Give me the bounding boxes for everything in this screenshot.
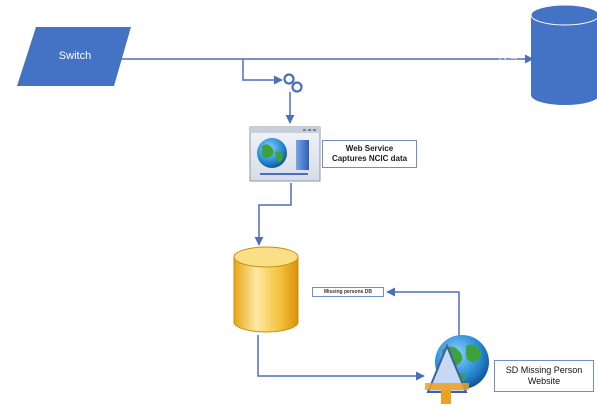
ncic-database-label-line2: Database [509,39,519,79]
website-label-line1: SD Missing Person [505,365,583,375]
link-icon [283,73,303,93]
ncic-database-label: NCIC Database [494,4,524,114]
connector-db-to-website [257,335,425,381]
switch-shape [17,27,131,86]
website-label: SD Missing Person Website [494,360,594,392]
website-globe-icon [425,335,489,404]
web-service-label: Web Service Captures NCIC data [322,140,417,168]
connector-website-to-db-label [386,287,460,346]
ncic-database-shape [530,4,597,105]
web-service-icon [249,126,321,182]
missing-persons-db-label: Missing persons DB [312,287,384,297]
connector-webservice-to-db [254,183,292,246]
web-service-label-line1: Web Service [345,144,394,153]
switch-label: Switch [58,50,92,62]
ncic-database-label-line1: NCIC [498,48,508,70]
connector-to-link-icon [242,59,283,85]
website-label-line2: Website [527,376,561,386]
missing-persons-db-shape [233,246,299,333]
web-service-label-line2: Captures NCIC data [331,154,408,163]
